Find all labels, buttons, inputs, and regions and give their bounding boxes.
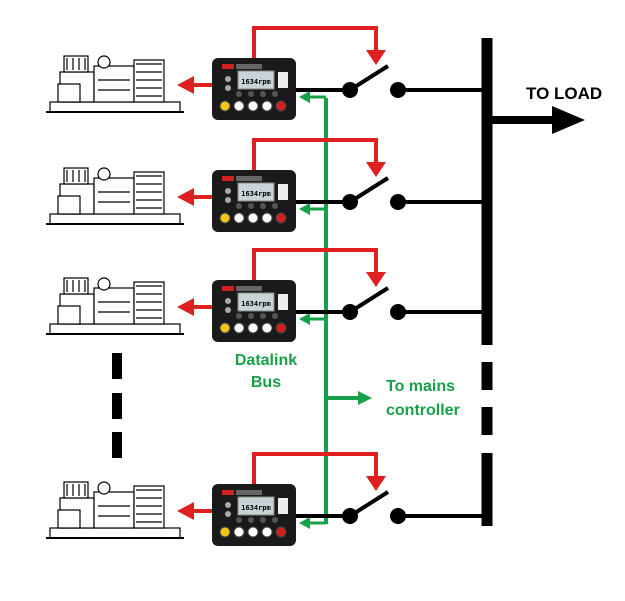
breaker-control-line (252, 26, 378, 58)
controller-button (233, 212, 245, 224)
controller-display-reading: 1634rpm (241, 78, 271, 86)
breaker-control-line (252, 138, 378, 170)
genset-row-gen-1: 1634rpm (46, 26, 487, 120)
controller-button (219, 212, 231, 224)
controller-button (247, 322, 259, 334)
breaker-blade (348, 176, 390, 204)
controller-display (237, 182, 275, 202)
controller-display (237, 292, 275, 312)
breaker-blade (348, 490, 390, 518)
genset-row-gen-n: 1634rpm (46, 452, 487, 546)
controller-button (247, 526, 259, 538)
breaker-blade (348, 286, 390, 314)
controller-button (219, 322, 231, 334)
generator-set-icon (46, 481, 184, 539)
control-arrow-head (177, 502, 194, 520)
controller-display-reading: 1634rpm (241, 504, 271, 512)
genset-controller: 1634rpm (212, 58, 296, 120)
datalink-tap-arrow-head (299, 517, 310, 529)
breaker-blade (348, 64, 390, 92)
controller-button (219, 526, 231, 538)
datalink-label-line2: Bus (250, 374, 282, 391)
breaker-control-line (252, 452, 378, 484)
genset-controller: 1634rpm (212, 484, 296, 546)
breaker-control-arrow-head (366, 476, 386, 491)
controller-button (275, 100, 287, 112)
control-arrow-head (177, 298, 194, 316)
mains-label-line2: controller (386, 402, 460, 419)
controller-button (247, 212, 259, 224)
controller-button (275, 212, 287, 224)
genset-row-gen-3: 1634rpm (46, 248, 487, 342)
controller-display-reading: 1634rpm (241, 300, 271, 308)
controller-button (233, 100, 245, 112)
controller-display (237, 496, 275, 516)
controller-button (261, 322, 273, 334)
datalink-bus-label: Datalink Bus (228, 350, 304, 394)
controller-button (261, 100, 273, 112)
controller-display (237, 70, 275, 90)
controller-button (233, 322, 245, 334)
control-arrow-head (177, 76, 194, 94)
genset-controller: 1634rpm (212, 280, 296, 342)
controller-button (261, 526, 273, 538)
datalink-tap-arrow-head (299, 203, 310, 215)
controller-button (219, 100, 231, 112)
controller-button (275, 526, 287, 538)
genset-controller: 1634rpm (212, 170, 296, 232)
breaker-control-arrow-head (366, 162, 386, 177)
generator-set-icon (46, 277, 184, 335)
mains-controller-label: To mains controller (386, 375, 460, 423)
to-load-label: TO LOAD (526, 84, 603, 103)
breaker-control-line (252, 248, 378, 280)
datalink-tap-arrow-head (299, 91, 310, 103)
generator-set-icon (46, 55, 184, 113)
datalink-label-line1: Datalink (234, 352, 298, 369)
datalink-tap-arrow-head (299, 313, 310, 325)
controller-button (233, 526, 245, 538)
breaker-control-arrow-head (366, 272, 386, 287)
to-load-arrow (487, 106, 585, 134)
control-arrow-head (177, 188, 194, 206)
controller-button (275, 322, 287, 334)
controller-button (261, 212, 273, 224)
controller-button (247, 100, 259, 112)
controller-display-reading: 1634rpm (241, 190, 271, 198)
generator-set-icon (46, 167, 184, 225)
genset-row-gen-2: 1634rpm (46, 138, 487, 232)
more-gensets-ellipsis (112, 353, 122, 458)
mains-label-line1: To mains (386, 378, 456, 395)
breaker-control-arrow-head (366, 50, 386, 65)
